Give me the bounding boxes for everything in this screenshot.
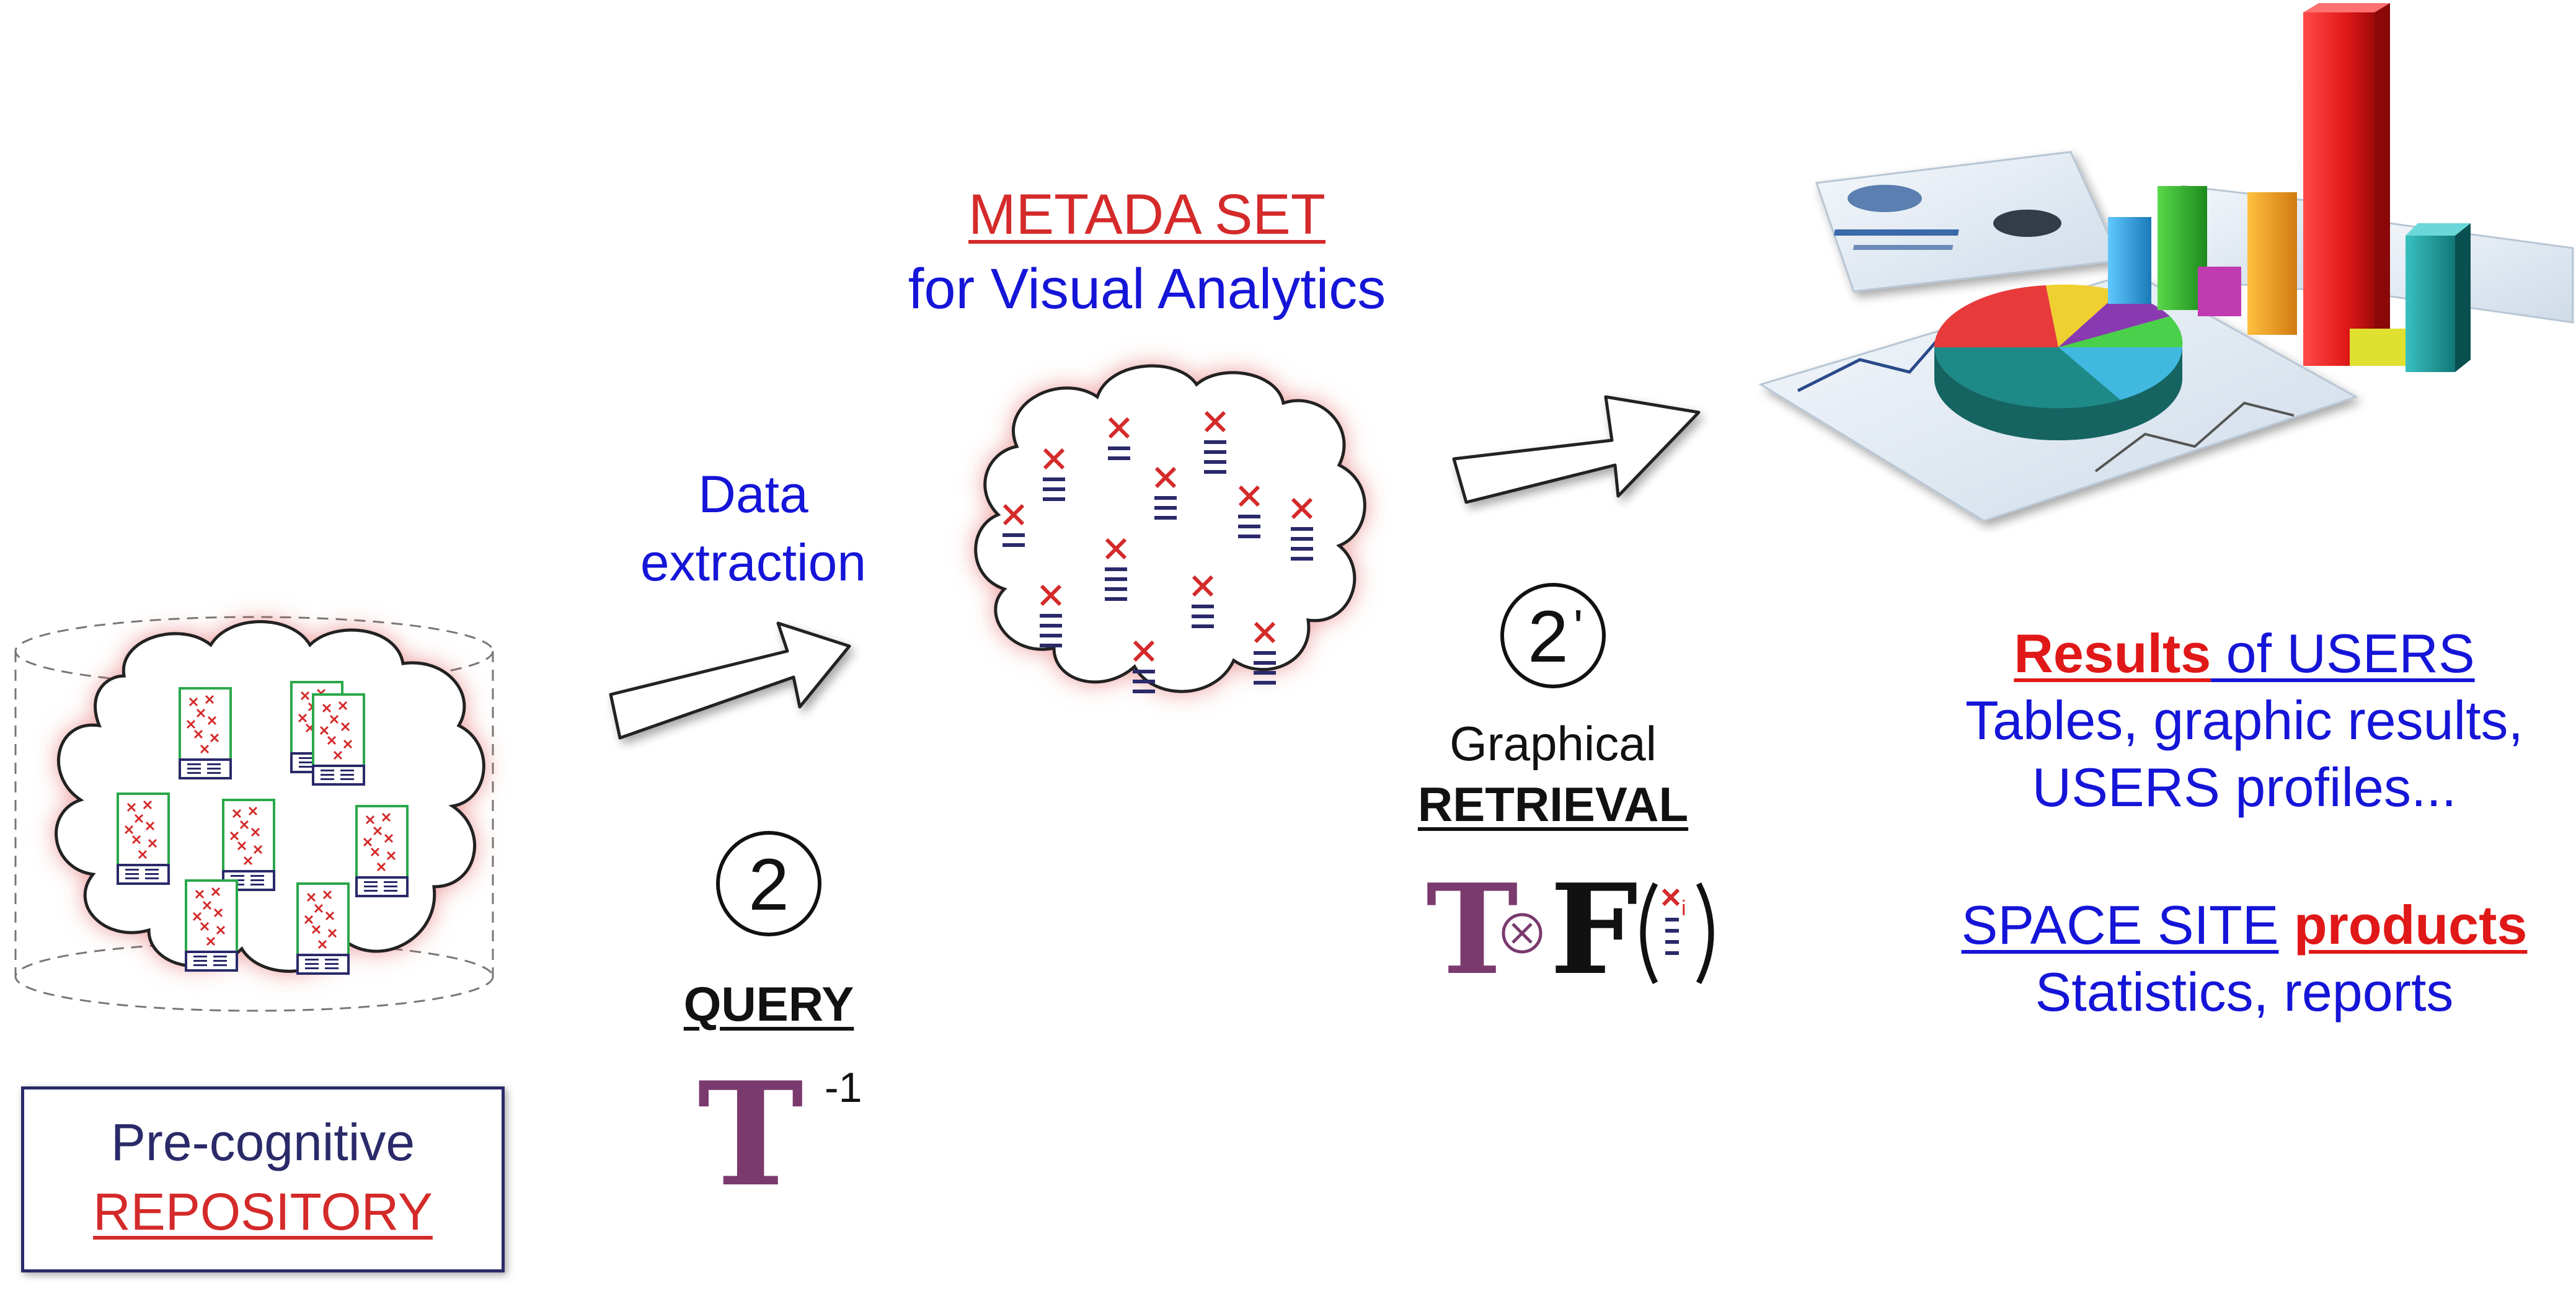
step-retrieval-number: 2: [1528, 596, 1569, 678]
results-line5: Statistics, reports: [2035, 961, 2454, 1023]
document-icon: [185, 879, 238, 972]
metadata-item: [1108, 417, 1130, 460]
products-label: products: [2293, 894, 2528, 956]
query-symbol-exponent: -1: [825, 1064, 862, 1111]
step-retrieval-prime: ': [1573, 600, 1583, 655]
metadata-item: [1043, 448, 1065, 501]
step-query-number: 2: [748, 844, 789, 926]
metadata-item: [1003, 504, 1025, 547]
arrow-extraction: [609, 621, 851, 740]
results-line2: Tables, graphic results,: [1965, 690, 2523, 751]
metadata-item: [1291, 497, 1313, 561]
retrieval-label-line1: Graphical: [1450, 716, 1657, 771]
retrieval-symbol-f: F: [1550, 857, 1638, 1003]
document-icon: [355, 805, 409, 897]
repository-documents: [117, 681, 409, 975]
document-icon: [296, 882, 350, 975]
results-line1: Results of USERS: [1922, 626, 2567, 681]
metadata-item: [1192, 575, 1214, 628]
retrieval-label-line2: RETRIEVAL: [1417, 777, 1689, 832]
space-site-label: SPACE SITE: [1961, 894, 2279, 956]
repository-subtitle: REPOSITORY: [93, 1183, 433, 1241]
document-icon: [179, 687, 232, 779]
metadata-item: [1204, 411, 1226, 474]
results-of-users: of USERS: [2211, 623, 2475, 684]
step-query-circle: [716, 831, 821, 936]
arrow-retrieval: [1452, 395, 1701, 504]
metadata-subtitle: for Visual Analytics: [908, 257, 1386, 321]
query-symbol-t: T: [697, 1051, 804, 1218]
step-query-title: QUERY: [683, 977, 854, 1031]
retrieval-formula-graphics: [1502, 882, 1714, 985]
repository-title: Pre-cognitive: [110, 1113, 415, 1171]
metadata-item: [1133, 640, 1155, 693]
metadata-item: [1238, 485, 1260, 538]
results-line3: USERS profiles...: [2032, 757, 2457, 818]
repository-label-box: [21, 1086, 505, 1272]
metadata-item: [1040, 584, 1062, 647]
metadata-cloud: [974, 364, 1366, 693]
retrieval-symbol-t: T: [1426, 857, 1518, 1003]
metadata-item: [1154, 466, 1177, 520]
document-icon: [117, 792, 170, 885]
document-icon: [312, 693, 365, 786]
document-icon: [222, 799, 275, 891]
extraction-label-line2: extraction: [640, 533, 867, 592]
metadata-item: [1105, 538, 1127, 601]
metadata-title: METADA SET: [968, 183, 1326, 246]
retrieval-sub-i: i: [1681, 897, 1686, 920]
results-line4: SPACE SITE products: [1922, 898, 2567, 952]
results-word: Results: [2014, 623, 2211, 684]
extraction-label-line1: Data: [698, 465, 808, 523]
step-retrieval-circle: [1500, 583, 1606, 688]
metadata-items: [1003, 411, 1313, 693]
metadata-item: [1254, 621, 1276, 685]
results-illustration: [1758, 3, 2574, 522]
